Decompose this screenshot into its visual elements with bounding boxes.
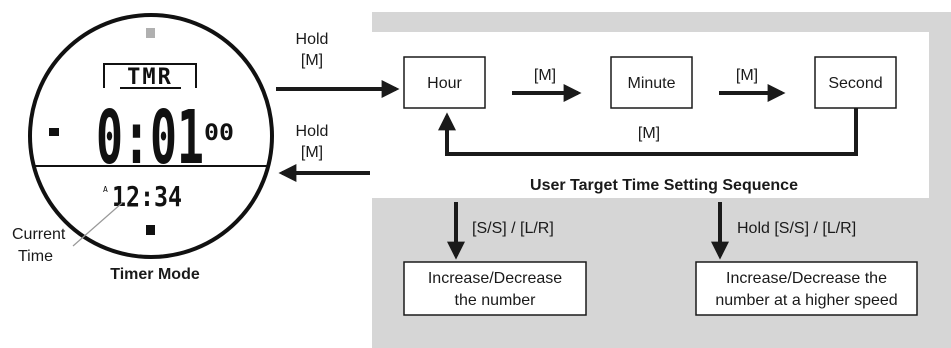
step-box-hour <box>403 56 486 109</box>
result-1-line2: the number <box>455 292 537 309</box>
result-1-line1: Increase/Decrease <box>428 270 562 287</box>
action-button-1: [S/S] / [L/R] <box>472 220 554 237</box>
current-time-label-line2: Time <box>18 248 53 265</box>
to-setting-label-line1: Hold <box>296 31 329 48</box>
step-label-second: Second <box>828 75 882 92</box>
result-2-line1: Increase/Decrease the <box>726 270 887 287</box>
from-setting-label-line2: [M] <box>301 144 323 161</box>
mode-indicator: TMR <box>127 65 173 90</box>
watch-caption: Timer Mode <box>110 266 200 283</box>
from-setting-label-line1: Hold <box>296 123 329 140</box>
marker-9 <box>49 128 59 136</box>
watch-bezel <box>28 13 274 259</box>
loop-arrow <box>438 108 858 156</box>
result-box-1 <box>403 261 587 316</box>
result-2-line2: number at a higher speed <box>715 292 897 309</box>
step-button-1: [M] <box>534 67 556 84</box>
display-time: 12:34 <box>112 180 182 213</box>
marker-6 <box>146 225 155 235</box>
current-time-label: Current Time <box>12 226 70 265</box>
step-label-minute: Minute <box>627 75 675 92</box>
current-time-leader <box>72 202 123 247</box>
loop-button: [M] <box>638 125 660 142</box>
marker-12 <box>146 28 155 38</box>
step-button-2: [M] <box>736 67 758 84</box>
to-setting-label-line2: [M] <box>301 52 323 69</box>
mode-indicator-frame <box>103 63 197 88</box>
watch-face: TMR 0:01 00 A 12:34 <box>28 13 274 259</box>
display-main: 0:01 <box>96 95 204 181</box>
step-box-second <box>814 56 897 109</box>
action-button-2: Hold [S/S] / [L/R] <box>737 220 856 237</box>
display-seconds: 00 <box>204 121 234 146</box>
result-box-2 <box>695 261 918 316</box>
sequence-title: User Target Time Setting Sequence <box>530 177 798 194</box>
display-small-mark: A <box>103 185 108 194</box>
step-box-minute <box>610 56 693 109</box>
current-time-label-line1: Current <box>12 226 66 243</box>
step-label-hour: Hour <box>427 75 462 92</box>
